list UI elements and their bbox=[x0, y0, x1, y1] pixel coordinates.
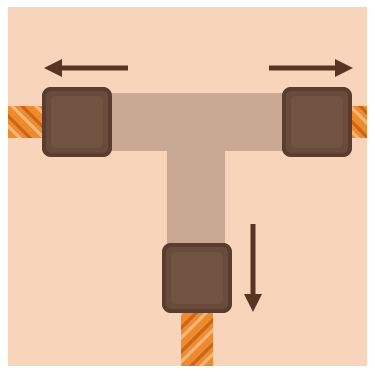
puzzle-tile bbox=[8, 7, 367, 366]
pipe-vertical bbox=[167, 142, 225, 252]
arrow-down-icon bbox=[244, 224, 262, 312]
pipe-horizontal bbox=[100, 93, 294, 151]
connector-left[interactable] bbox=[42, 87, 112, 157]
rope-bottom bbox=[181, 312, 213, 366]
arrow-right-icon bbox=[269, 59, 353, 77]
rope-left bbox=[8, 106, 48, 138]
arrow-left-icon bbox=[44, 59, 128, 77]
connector-bottom[interactable] bbox=[162, 243, 232, 313]
connector-right[interactable] bbox=[282, 87, 352, 157]
